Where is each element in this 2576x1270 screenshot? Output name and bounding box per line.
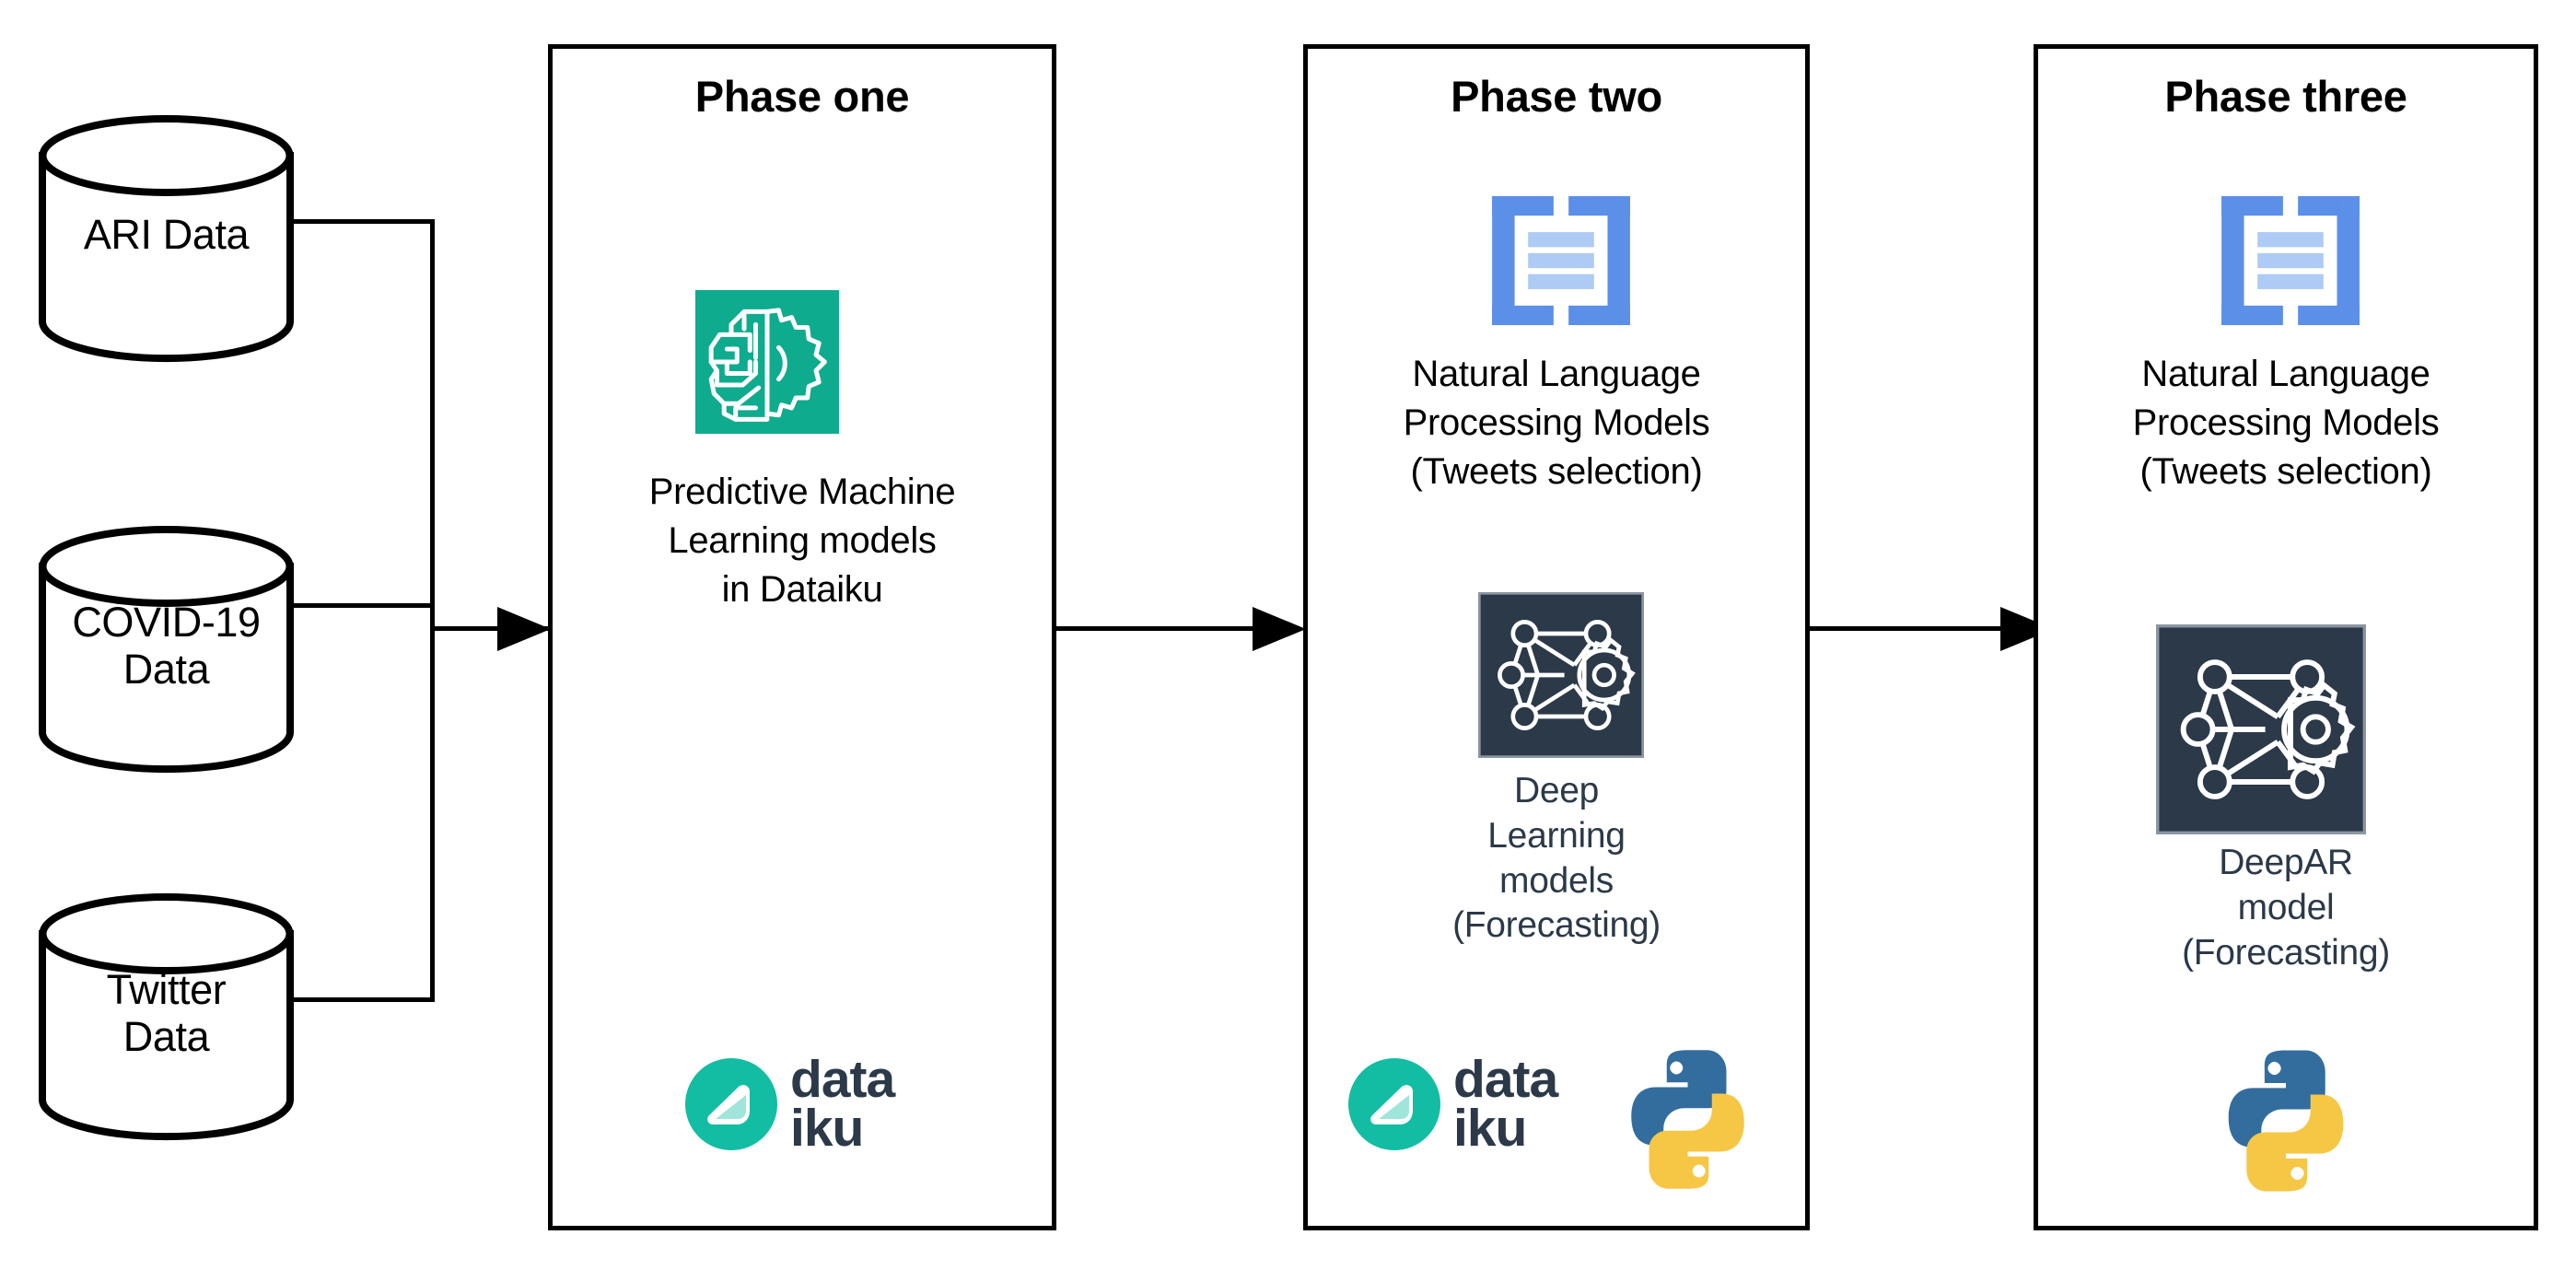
nlp-brackets-icon xyxy=(1492,196,1630,325)
neural-network-gear-icon xyxy=(1478,592,1644,758)
dataiku-logo: data iku xyxy=(1348,1050,1558,1158)
cylinder-shape-icon xyxy=(39,526,294,774)
brain-gear-icon xyxy=(695,290,839,434)
data-source-twitter: Twitter Data xyxy=(35,892,297,1141)
data-source-twitter-label: Twitter Data xyxy=(106,966,227,1061)
dataiku-word-line2: iku xyxy=(790,1099,864,1158)
arrowhead-icon xyxy=(1253,607,1306,651)
phase-two-nlp-caption: Natural Language Processing Models (Twee… xyxy=(1403,354,1710,493)
dataiku-mark-icon xyxy=(1348,1058,1440,1150)
phase-two-box: Phase two Natural Language Processing Mo… xyxy=(1303,44,1810,1230)
cylinder-shape-icon xyxy=(39,893,294,1141)
phase-one-caption: Predictive Machine Learning models in Da… xyxy=(648,472,956,611)
dataiku-wordmark: data iku xyxy=(1453,1050,1558,1158)
dataiku-word-line2: iku xyxy=(1453,1099,1527,1158)
cylinder-shape-icon xyxy=(39,115,294,363)
arrowhead-icon xyxy=(497,607,551,651)
phase-two-model-caption: Deep Learning models (Forecasting) xyxy=(1452,771,1661,946)
dataiku-word-line1: data xyxy=(1453,1050,1558,1109)
phase-three-model-caption: DeepAR model (Forecasting) xyxy=(2182,843,2390,973)
arrowhead-icon xyxy=(2000,607,2054,651)
dataiku-wordmark: data iku xyxy=(790,1050,895,1158)
phase-one-box: Phase one xyxy=(548,44,1056,1230)
data-source-ari-label: ARI Data xyxy=(83,211,250,258)
python-logo xyxy=(2228,1050,2344,1192)
dataiku-logo: data iku xyxy=(685,1050,895,1158)
data-source-covid-label: COVID-19 Data xyxy=(72,599,261,693)
neural-network-gear-icon xyxy=(2156,624,2366,834)
data-source-covid: COVID-19 Data xyxy=(35,525,297,774)
data-source-ari: ARI Data xyxy=(35,114,297,363)
python-logo xyxy=(1631,1050,1744,1189)
phase-three-box: Phase three Natural Language Processing … xyxy=(2034,44,2538,1230)
phase-one-title: Phase one xyxy=(694,72,910,121)
nlp-brackets-icon xyxy=(2221,196,2360,325)
dataiku-mark-icon xyxy=(685,1058,777,1150)
dataiku-word-line1: data xyxy=(790,1050,895,1109)
phase-two-title: Phase two xyxy=(1451,72,1662,121)
phase-three-nlp-caption: Natural Language Processing Models (Twee… xyxy=(2132,354,2440,493)
phase-three-title: Phase three xyxy=(2164,72,2407,121)
